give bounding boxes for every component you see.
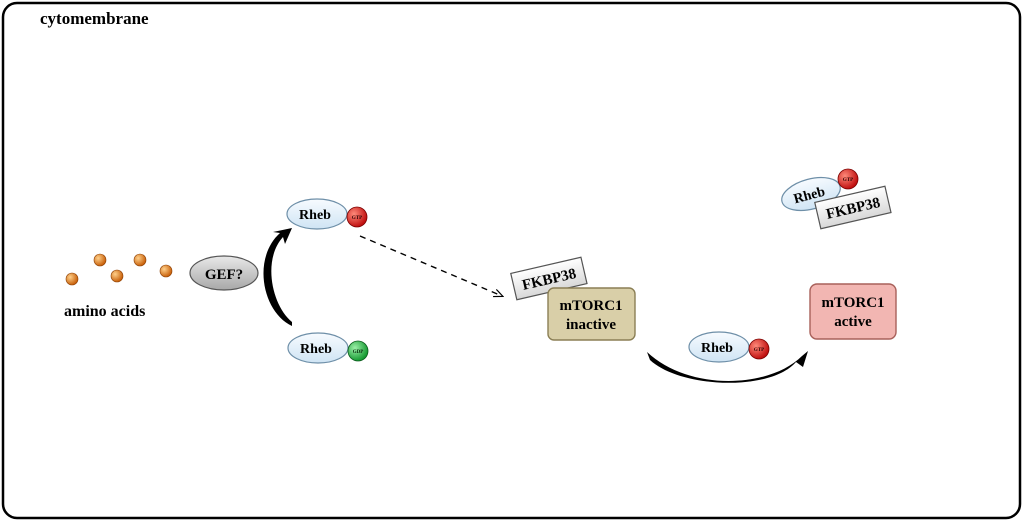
mtorc1-active-line1: mTORC1 [821, 295, 884, 311]
rheb-label: Rheb [300, 342, 332, 357]
rheb-ellipse [286, 198, 348, 230]
amino-acid-dot [159, 264, 173, 278]
amino-acid-dots [65, 253, 173, 286]
complex-gtp-label: GTP [843, 178, 853, 183]
cytomembrane-label: cytomembrane [40, 9, 149, 28]
amino-acid-dot [93, 253, 107, 267]
rheb-label: Rheb [299, 208, 331, 223]
rheb-gdp: Rheb GDP [287, 332, 369, 364]
rheb-ellipse [287, 332, 349, 364]
activation-arrow [263, 228, 292, 326]
gtp-ball [346, 206, 368, 228]
amino-acids-label: amino acids [64, 303, 145, 320]
gef-label: GEF? [205, 267, 243, 283]
mtorc1-active-box [809, 283, 897, 340]
gef-node: GEF? [189, 255, 259, 291]
gtp-ball [748, 338, 770, 360]
fkbp38-inactive: FKBP38 [510, 256, 588, 301]
gtp-label: GTP [352, 216, 362, 221]
mtorc1-inactive-box [547, 287, 636, 341]
mtorc1-active: mTORC1 active [809, 283, 897, 340]
rheb-label: Rheb [701, 341, 733, 356]
amino-acid-dot [110, 269, 124, 283]
dashed-arrow [359, 235, 502, 296]
amino-acid-dot [133, 253, 147, 267]
mtorc1-inactive-line2: inactive [566, 317, 616, 333]
rheb-gtp-top: Rheb GTP [286, 198, 368, 230]
rheb-fkbp38-complex: Rheb GTP FKBP38 [781, 168, 892, 230]
amino-acid-dot [65, 272, 79, 286]
mtorc1-inactive: mTORC1 inactive [547, 287, 636, 341]
gtp-ball [837, 168, 859, 190]
mtorc1-inactive-line1: mTORC1 [559, 298, 622, 314]
gdp-label: GDP [353, 350, 364, 355]
mtorc1-active-line2: active [834, 314, 872, 330]
gtp-label: GTP [754, 348, 764, 353]
rheb-gtp-middle: Rheb GTP [688, 331, 770, 363]
gdp-ball [347, 340, 369, 362]
activation-curve-arrow [647, 351, 808, 383]
